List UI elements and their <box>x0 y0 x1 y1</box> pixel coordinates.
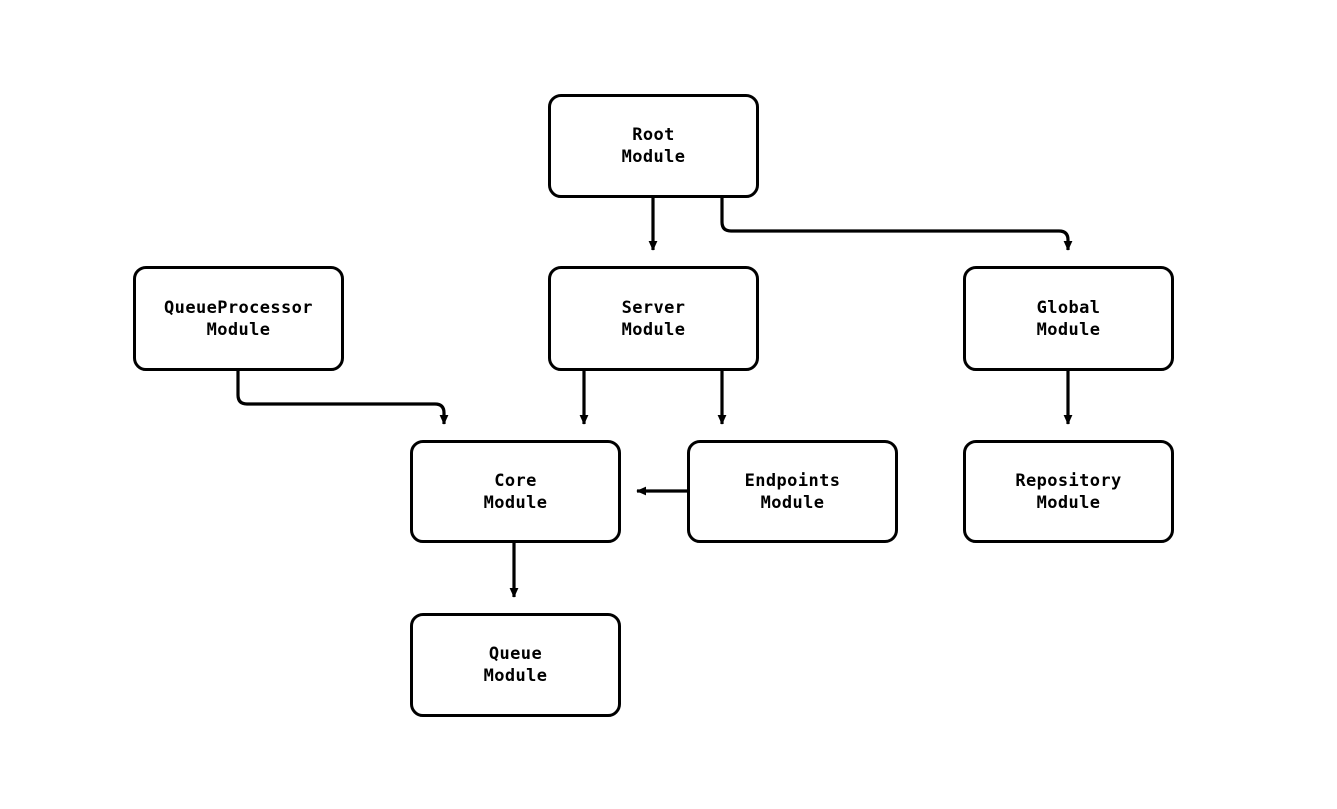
node-repository-module-label-line2: Module <box>1036 492 1101 513</box>
node-global-module-label-line1: Global <box>1036 297 1101 318</box>
node-server-module-label-line2: Module <box>621 319 686 340</box>
node-core-module[interactable]: Core Module <box>410 440 621 543</box>
node-core-module-label-line2: Module <box>483 492 548 513</box>
node-core-module-label-line1: Core <box>494 470 537 491</box>
node-root-module[interactable]: Root Module <box>548 94 759 198</box>
node-queueprocessor-module[interactable]: QueueProcessor Module <box>133 266 344 371</box>
node-repository-module[interactable]: Repository Module <box>963 440 1174 543</box>
node-repository-module-label-line1: Repository <box>1015 470 1122 491</box>
node-server-module[interactable]: Server Module <box>548 266 759 371</box>
node-queueprocessor-module-label-line2: Module <box>206 319 271 340</box>
edge-queueprocessor-to-core <box>236 371 449 425</box>
node-endpoints-module-label-line2: Module <box>760 492 825 513</box>
node-endpoints-module-label-line1: Endpoints <box>744 470 841 491</box>
node-queue-module[interactable]: Queue Module <box>410 613 621 717</box>
edge-root-to-global <box>720 198 1073 251</box>
node-global-module-label-line2: Module <box>1036 319 1101 340</box>
node-server-module-label-line1: Server <box>621 297 686 318</box>
node-queue-module-label-line2: Module <box>483 666 548 686</box>
node-global-module[interactable]: Global Module <box>963 266 1174 371</box>
node-queueprocessor-module-label-line1: QueueProcessor <box>164 297 313 318</box>
node-endpoints-module[interactable]: Endpoints Module <box>687 440 898 543</box>
node-queue-module-label-line1: Queue <box>488 644 543 664</box>
node-root-module-label-line1: Root <box>632 125 675 145</box>
node-root-module-label-line2: Module <box>621 147 686 167</box>
